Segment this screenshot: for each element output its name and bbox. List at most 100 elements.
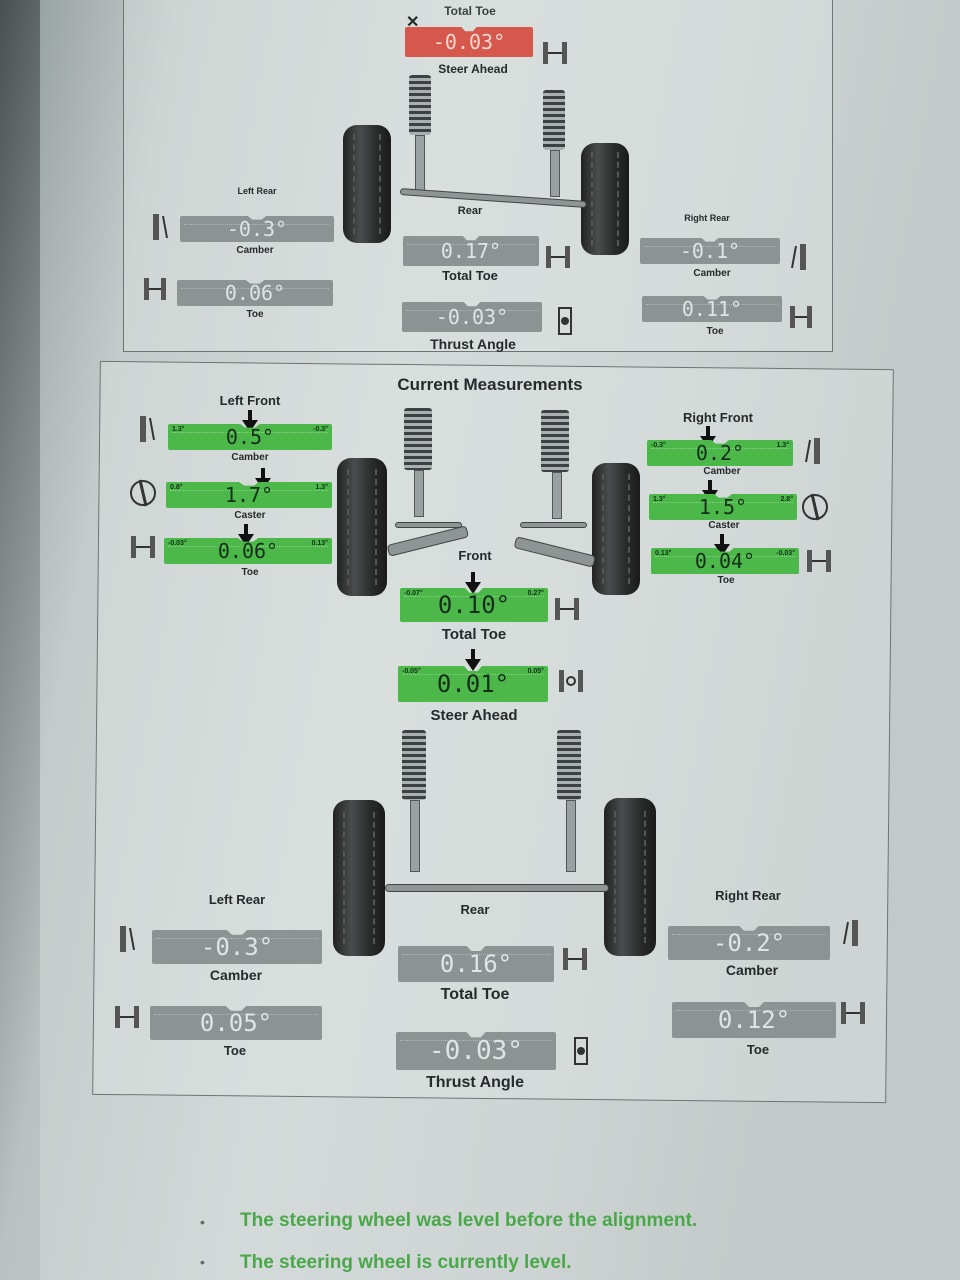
top-right-rod (550, 150, 560, 197)
right-front-toe-min: 0.13° (655, 550, 672, 557)
top-right-rear-toe-gauge: 0.11° (642, 296, 782, 322)
left-front-toe-value: 0.06° (217, 539, 279, 563)
rear-link (385, 884, 609, 892)
steer-ahead-arrow (465, 649, 481, 671)
left-front-toe-gauge: -0.03°0.06°0.13° (164, 538, 332, 564)
right-rear-toe-gauge: 0.12° (672, 1002, 836, 1038)
left-rear-toe-value: 0.05° (199, 1009, 273, 1037)
left-front-camber-value: 0.5° (225, 425, 275, 449)
left-front-rod (414, 470, 424, 517)
toe-icon (804, 544, 834, 578)
top-left-rod (415, 135, 425, 192)
left-rear-tire (333, 800, 385, 956)
right-rear-rod (566, 800, 576, 872)
toe-icon (140, 272, 170, 306)
rear-total-toe-gauge: 0.16° (398, 946, 554, 982)
steer-ahead-label: Steer Ahead (430, 707, 518, 724)
bullet-dot: • (200, 1214, 205, 1230)
total-toe-icon (552, 592, 582, 626)
right-rear-toe-label: Toe (746, 1042, 770, 1057)
right-front-toe-value: 0.04° (694, 549, 756, 573)
top-total-toe-gauge: 0.17° (403, 236, 539, 266)
left-rear-rod (410, 800, 420, 872)
top-right-rear-camber-label: Camber (693, 268, 731, 279)
top-left-rear-toe-label: Toe (246, 309, 264, 320)
right-rear-camber-value: -0.2° (712, 929, 786, 957)
top-left-rear-camber-value: -0.3° (226, 217, 288, 241)
rear-label: Rear (460, 902, 490, 917)
top-left-rear-camber-label: Camber (236, 245, 274, 256)
left-front-coil (404, 408, 432, 470)
camber-icon (800, 434, 830, 468)
top-rear-label: Rear (457, 205, 483, 217)
total-toe-icon (543, 240, 573, 274)
front-total-toe-label: Total Toe (441, 626, 507, 643)
front-total-toe-value: 0.10° (437, 591, 511, 619)
top-thrust-angle-value: -0.03° (435, 305, 509, 329)
top-thrust-angle-gauge: -0.03° (402, 302, 542, 332)
top-steer-ahead-label: Steer Ahead (438, 62, 508, 76)
left-front-tie-rod (395, 522, 462, 528)
left-front-camber-gauge: 1.3°0.5°-0.3° (168, 424, 332, 450)
toe-icon (786, 300, 816, 334)
right-front-toe-label: Toe (717, 575, 735, 586)
caster-icon (128, 476, 158, 510)
right-rear-tire (604, 798, 656, 956)
top-thrust-angle-label: Thrust Angle (430, 336, 516, 352)
left-front-caster-max: 1.3° (315, 484, 328, 491)
toe-icon (112, 1000, 142, 1034)
top-left-rear-toe-value: 0.06° (224, 281, 286, 305)
top-total-toe-label: Total Toe (442, 268, 498, 283)
thrust-angle-label: Thrust Angle (425, 1074, 525, 1091)
steer-ahead-value: 0.01° (436, 670, 510, 698)
right-front-toe-gauge: 0.13°0.04°-0.03° (651, 548, 799, 574)
right-rear-title: Right Rear (715, 888, 781, 903)
top-left-strut (409, 75, 431, 135)
top-right-rear-toe-value: 0.11° (681, 297, 743, 321)
left-front-title: Left Front (219, 393, 281, 408)
right-front-camber-gauge: -0.3°0.2°1.3° (647, 440, 793, 466)
right-front-caster-value: 1.5° (698, 495, 748, 519)
top-right-rear-toe-label: Toe (706, 326, 724, 337)
right-rear-camber-label: Camber (725, 962, 779, 978)
left-rear-title: Left Rear (208, 892, 266, 907)
thrust-angle-gauge: -0.03° (396, 1032, 556, 1070)
steer-ahead-icon (540, 36, 570, 70)
right-front-caster-gauge: 1.3°1.5°2.8° (649, 494, 797, 520)
top-steer-ahead-gauge: -0.03° (405, 27, 533, 57)
rear-total-toe-value: 0.16° (439, 950, 513, 978)
right-front-camber-label: Camber (703, 466, 741, 477)
right-rear-coil (557, 730, 581, 800)
steer-ahead-icon (556, 664, 586, 698)
right-front-caster-label: Caster (708, 520, 740, 531)
front-total-toe-max: 0.27° (527, 590, 544, 597)
left-rear-coil (402, 730, 426, 800)
left-front-toe-label: Toe (241, 567, 259, 578)
right-front-coil (541, 410, 569, 472)
note-steering-level-before: The steering wheel was level before the … (240, 1210, 698, 1231)
left-front-toe-min: -0.03° (168, 540, 187, 547)
total-toe-icon (560, 942, 590, 976)
toe-icon (128, 530, 158, 564)
top-right-strut (543, 90, 565, 150)
thrust-angle-icon (550, 304, 580, 338)
front-total-toe-gauge: -0.07° 0.10° 0.27° (400, 588, 548, 622)
top-steer-ahead-value: -0.03° (432, 30, 506, 54)
left-front-camber-max: -0.3° (313, 426, 328, 433)
right-front-caster-min: 1.3° (653, 496, 666, 503)
toe-icon (838, 996, 868, 1030)
thrust-angle-value: -0.03° (429, 1036, 523, 1066)
thrust-angle-icon (566, 1034, 596, 1068)
camber-icon (145, 210, 175, 244)
right-rear-toe-value: 0.12° (717, 1006, 791, 1034)
front-label: Front (458, 548, 492, 563)
left-rear-camber-value: -0.3° (200, 933, 274, 961)
front-total-toe-min: -0.07° (404, 590, 423, 597)
top-left-rear-title: Left Rear (237, 186, 277, 196)
top-total-toe-value: 0.17° (440, 239, 502, 263)
right-front-rod (552, 472, 562, 519)
bullet-dot: • (200, 1254, 205, 1270)
left-front-caster-label: Caster (234, 510, 266, 521)
camber-icon (112, 922, 142, 956)
left-rear-camber-gauge: -0.3° (152, 930, 322, 964)
